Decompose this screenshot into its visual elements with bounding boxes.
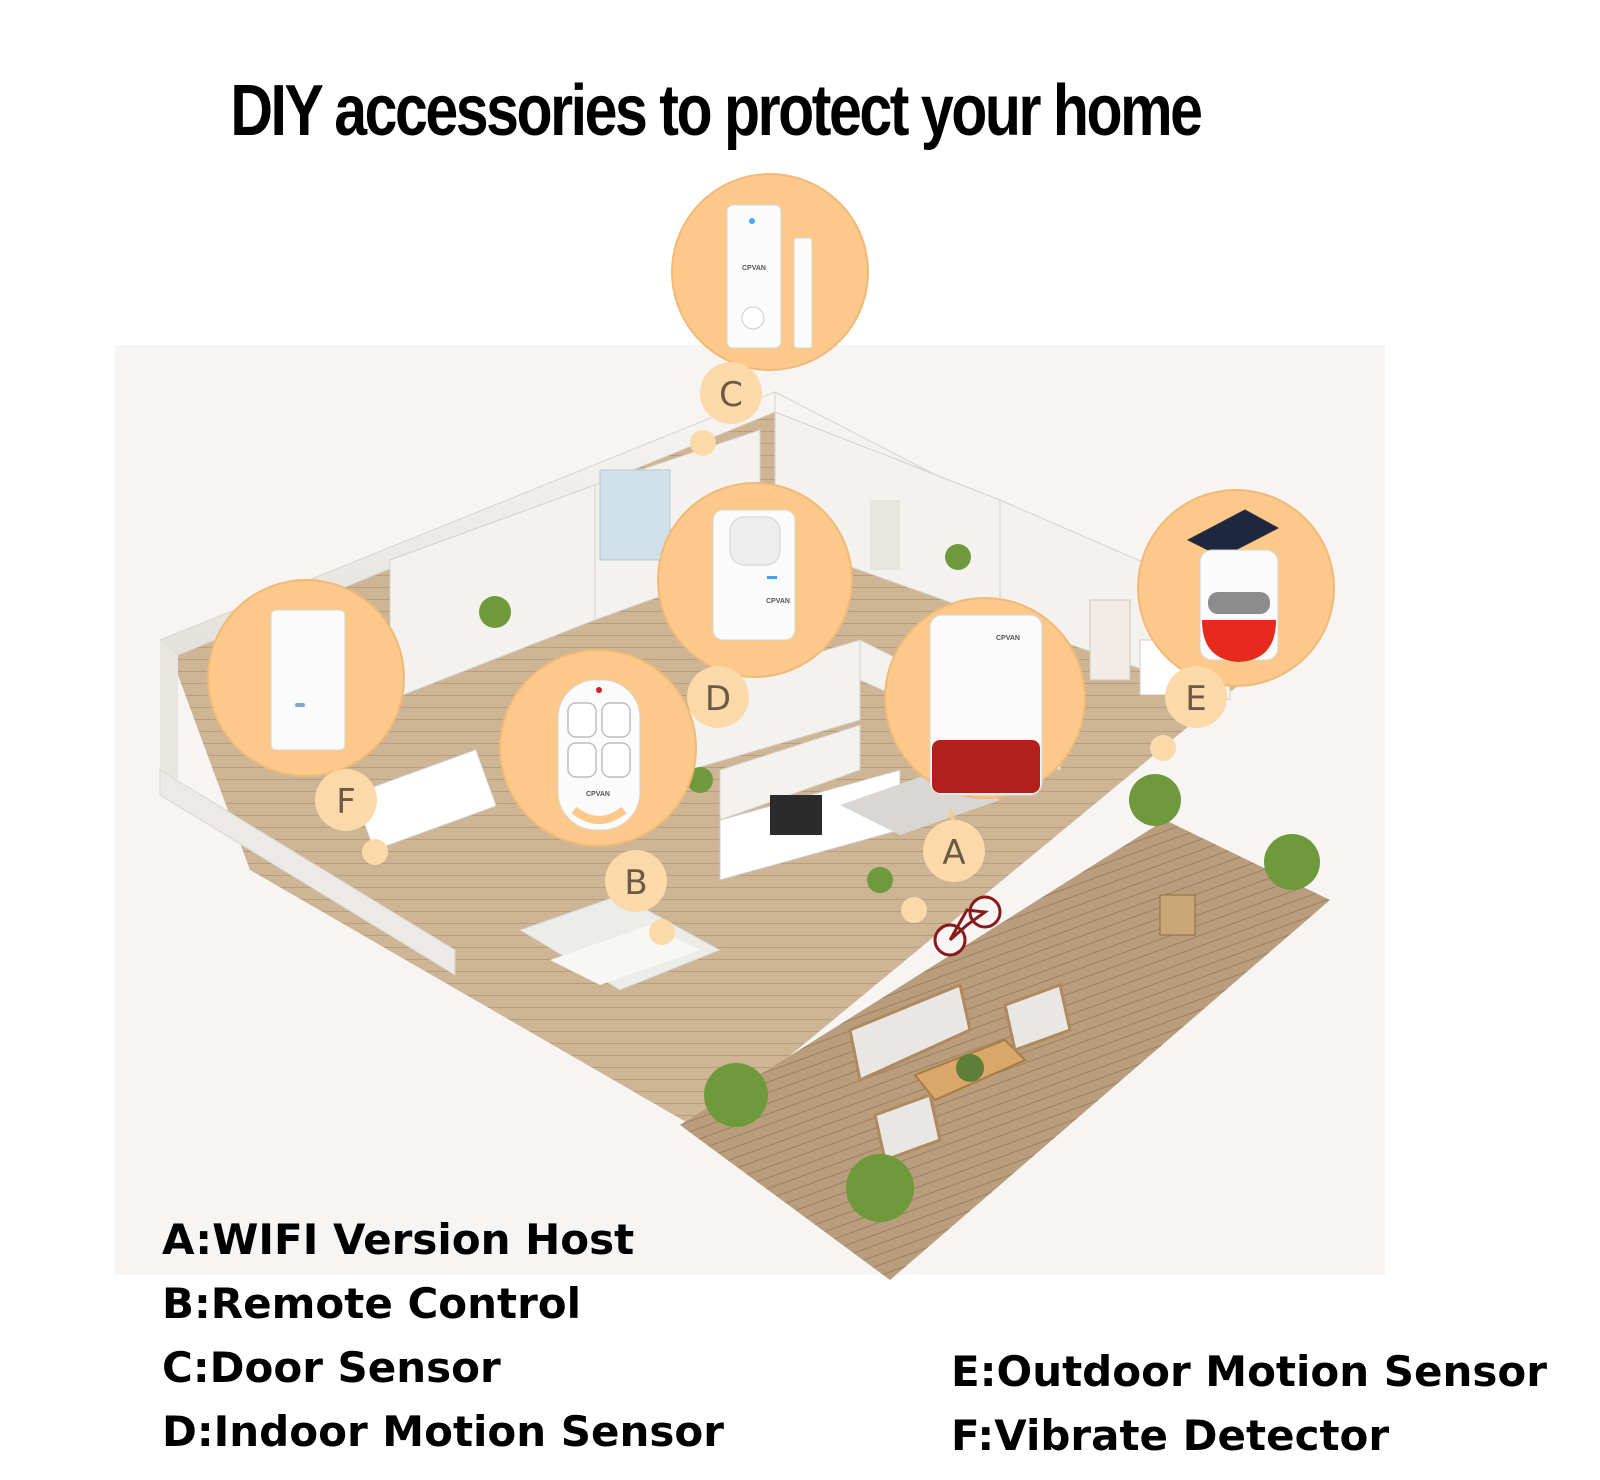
brand-label: CPVAN (742, 265, 766, 272)
badge-e: E (1165, 666, 1227, 728)
svg-text:A: A (942, 833, 965, 873)
brand-label: CPVAN (586, 791, 610, 798)
front-left-wall (159, 769, 456, 976)
door-sensor-device (726, 204, 782, 349)
deck-furniture (848, 894, 1196, 1162)
callout-vibrate-detector (207, 579, 405, 777)
legend-item-c: C:Door Sensor (162, 1343, 501, 1392)
left-wall (160, 640, 178, 780)
svg-text:E: E (1185, 679, 1206, 719)
door-sensor-magnet (793, 237, 813, 349)
page-title: DIY accessories to protect your home (230, 71, 1203, 151)
legend-item-a: A:WIFI Version Host (162, 1215, 635, 1264)
callout-door-sensor: CPVAN (671, 173, 869, 371)
callout-wifi-host: CPVAN (884, 597, 1086, 799)
svg-text:D: D (705, 679, 731, 719)
vibrate-detector-device (270, 609, 346, 751)
legend-item-b: B:Remote Control (162, 1279, 582, 1328)
legend-item-d: D:Indoor Motion Sensor (162, 1407, 724, 1456)
brand-label: CPVAN (766, 598, 790, 605)
brand-label: CPVAN (996, 635, 1020, 642)
badge-c: C (700, 362, 762, 424)
callout-indoor-motion-sensor: CPVAN (657, 482, 853, 678)
shrubs (704, 774, 1320, 1222)
svg-text:C: C (719, 375, 743, 415)
svg-text:B: B (624, 863, 647, 903)
legend-item-e: E:Outdoor Motion Sensor (951, 1347, 1547, 1396)
legend-left: A:WIFI Version Host B:Remote Control C:D… (162, 1208, 724, 1464)
badge-a: A (923, 820, 985, 882)
legend-item-f: F:Vibrate Detector (951, 1411, 1390, 1460)
svg-text:F: F (336, 782, 356, 822)
callout-remote-control: CPVAN (499, 649, 697, 847)
bicycle-decor (933, 895, 1002, 957)
furniture (353, 469, 1186, 991)
sensor-location-dots (362, 430, 1176, 945)
badge-d: D (687, 666, 749, 728)
badge-f: F (315, 769, 377, 831)
legend-right: E:Outdoor Motion Sensor F:Vibrate Detect… (951, 1340, 1547, 1468)
badge-b: B (605, 850, 667, 912)
callout-outdoor-motion-sensor (1137, 489, 1335, 687)
